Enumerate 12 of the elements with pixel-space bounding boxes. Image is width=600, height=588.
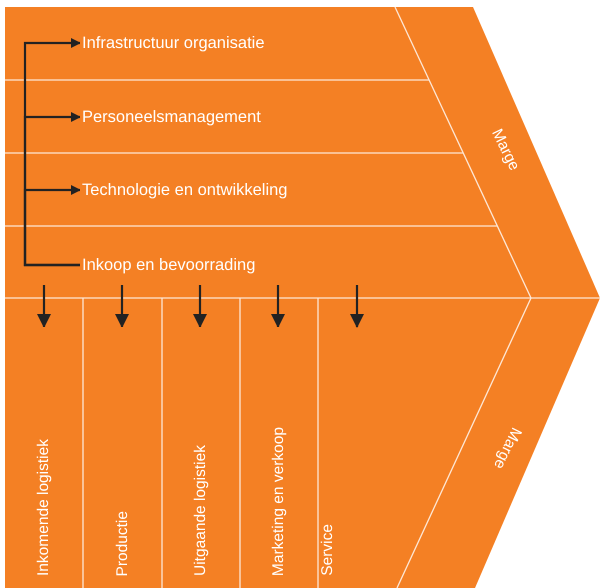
primary-activity-label: Service xyxy=(318,524,336,576)
margin-label: Marge xyxy=(487,126,523,174)
primary-activity-label: Productie xyxy=(112,510,132,576)
primary-activity-label: Marketing en verkoop xyxy=(269,426,288,576)
primary-activity-label: Uitgaande logistiek xyxy=(191,445,210,576)
arrow xyxy=(271,285,285,328)
arrow xyxy=(37,285,51,328)
primary-activity-label: Inkomende logistiek xyxy=(34,439,53,576)
arrow xyxy=(115,285,129,328)
arrow xyxy=(350,285,364,328)
arrow xyxy=(24,185,81,266)
arrow xyxy=(193,285,207,328)
